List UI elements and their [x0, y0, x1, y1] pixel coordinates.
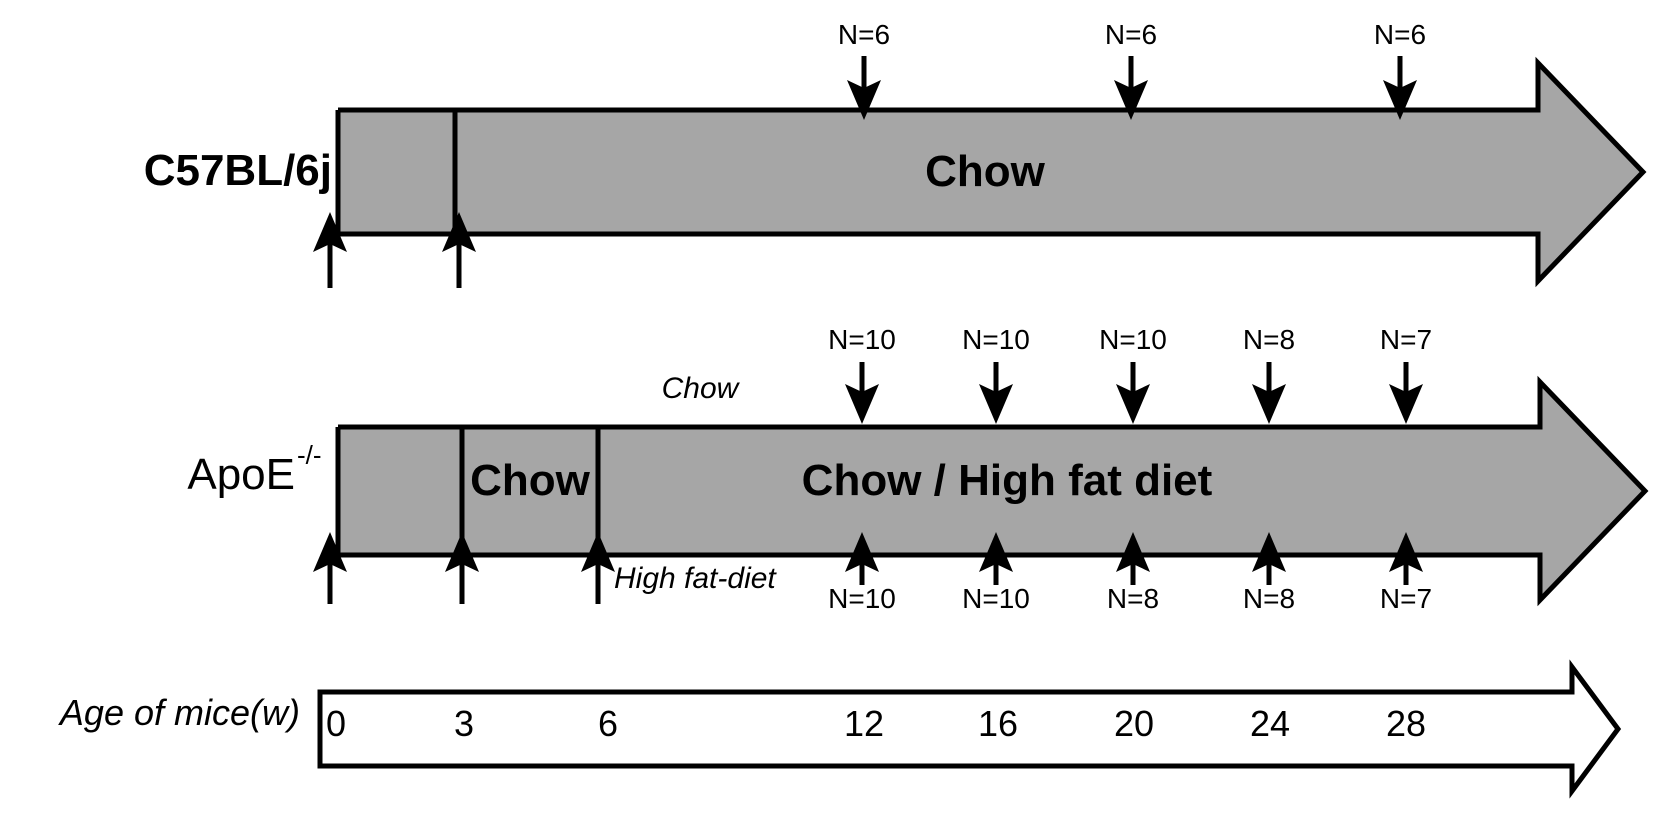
row2-bar-outline	[335, 375, 1649, 607]
row1-n-label-week12: N=6	[838, 19, 890, 50]
axis-tick-28: 28	[1386, 703, 1426, 744]
row1-bar-text: Chow	[925, 147, 1046, 196]
axis-tick-12: 12	[844, 703, 884, 744]
axis-tick-24: 24	[1250, 703, 1290, 744]
row2-sampling-top-week12: N=10	[828, 324, 896, 424]
axis-bar	[317, 659, 1622, 799]
row2-sampling-bottom-week20: N=8	[1107, 532, 1159, 614]
row2-annotation-chow: Chow	[662, 372, 741, 405]
row1-sampling-week12: N=6	[838, 19, 890, 120]
row2-start-arrow-week0	[313, 532, 347, 604]
axis-tick-6: 6	[598, 703, 618, 744]
age-axis: Age of mice(w) 0 3 6 12 16 20 24 28	[58, 659, 1622, 799]
row-label-apoe-main: ApoE	[187, 450, 295, 499]
row2-n-bottom-week12: N=10	[828, 583, 896, 614]
row1-sampling-week28: N=6	[1374, 19, 1426, 120]
row1-n-label-week20: N=6	[1105, 19, 1157, 50]
row2-annotation-high-fat-diet: High fat-diet	[614, 562, 777, 595]
axis-tick-20: 20	[1114, 703, 1154, 744]
row-c57bl6j: C57BL/6j Chow N=6	[144, 19, 1647, 288]
row1-start-arrow-week0	[313, 212, 347, 288]
row2-sampling-bottom-week28: N=7	[1380, 532, 1432, 614]
row2-sampling-bottom-week12: N=10	[828, 532, 896, 614]
row2-n-top-week24: N=8	[1243, 324, 1295, 355]
row2-bar-text: Chow / High fat diet	[802, 456, 1213, 505]
row2-n-bottom-week28: N=7	[1380, 583, 1432, 614]
row2-n-top-week28: N=7	[1380, 324, 1432, 355]
row1-bar-fill	[338, 63, 1643, 281]
row2-segment-text: Chow	[470, 456, 591, 505]
row2-sampling-bottom-week24: N=8	[1243, 532, 1295, 614]
axis-tick-3: 3	[454, 703, 474, 744]
row2-bar-fill	[338, 382, 1645, 600]
axis-tick-16: 16	[978, 703, 1018, 744]
row-label-c57bl6j: C57BL/6j	[144, 146, 332, 195]
row2-n-top-week16: N=10	[962, 324, 1030, 355]
axis-tick-0: 0	[326, 703, 346, 744]
row2-n-bottom-week20: N=8	[1107, 583, 1159, 614]
row1-n-label-week28: N=6	[1374, 19, 1426, 50]
row2-sampling-top-week28: N=7	[1380, 324, 1432, 424]
row2-start-arrow-week3	[445, 532, 479, 604]
row1-start-arrow-week3	[442, 212, 476, 288]
row2-n-bottom-week24: N=8	[1243, 583, 1295, 614]
axis-caption: Age of mice(w)	[58, 692, 300, 733]
row2-n-bottom-week16: N=10	[962, 583, 1030, 614]
row2-sampling-bottom-week16: N=10	[962, 532, 1030, 614]
row-apoe-ko: ApoE -/- Chow Chow Chow / High fat diet	[187, 324, 1649, 614]
row2-sampling-top-week20: N=10	[1099, 324, 1167, 424]
row2-n-top-week12: N=10	[828, 324, 896, 355]
row1-bar-outline	[335, 56, 1647, 288]
row-label-apoe-superscript: -/-	[297, 440, 322, 470]
row-label-apoe: ApoE	[187, 450, 295, 499]
row1-sampling-week20: N=6	[1105, 19, 1157, 120]
row2-sampling-top-week16: N=10	[962, 324, 1030, 424]
row2-start-arrow-week6	[581, 532, 615, 604]
row2-sampling-top-week24: N=8	[1243, 324, 1295, 424]
row2-n-top-week20: N=10	[1099, 324, 1167, 355]
